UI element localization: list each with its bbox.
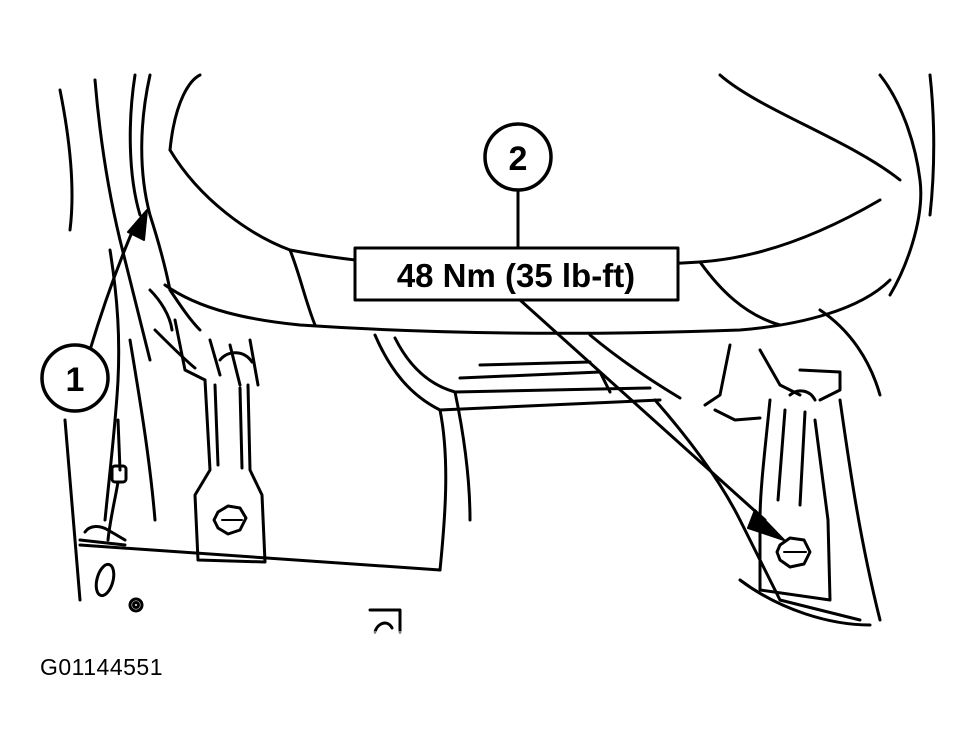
- callout-1-label: 1: [66, 361, 85, 399]
- seat-belt-latch: [78, 418, 144, 613]
- left-bolt-head: [212, 504, 248, 536]
- right-bolt-head: [775, 536, 812, 569]
- figure-id: G01144551: [40, 654, 164, 680]
- right-seat-bracket: [703, 343, 842, 602]
- floor-pan: [78, 308, 882, 634]
- torque-value: 48 Nm (35 lb-ft): [397, 257, 635, 294]
- left-seat-bracket: [173, 318, 267, 564]
- callout-1: 1: [40, 343, 110, 413]
- floor-grommet: [128, 597, 144, 613]
- torque-leader-arrow: [518, 298, 785, 541]
- callout-2-label: 2: [509, 140, 528, 178]
- left-side-trim: [58, 78, 197, 602]
- torque-label: 48 Nm (35 lb-ft): [353, 246, 680, 302]
- callout-2: 2: [483, 122, 553, 250]
- callout-1-arrow: [88, 209, 148, 352]
